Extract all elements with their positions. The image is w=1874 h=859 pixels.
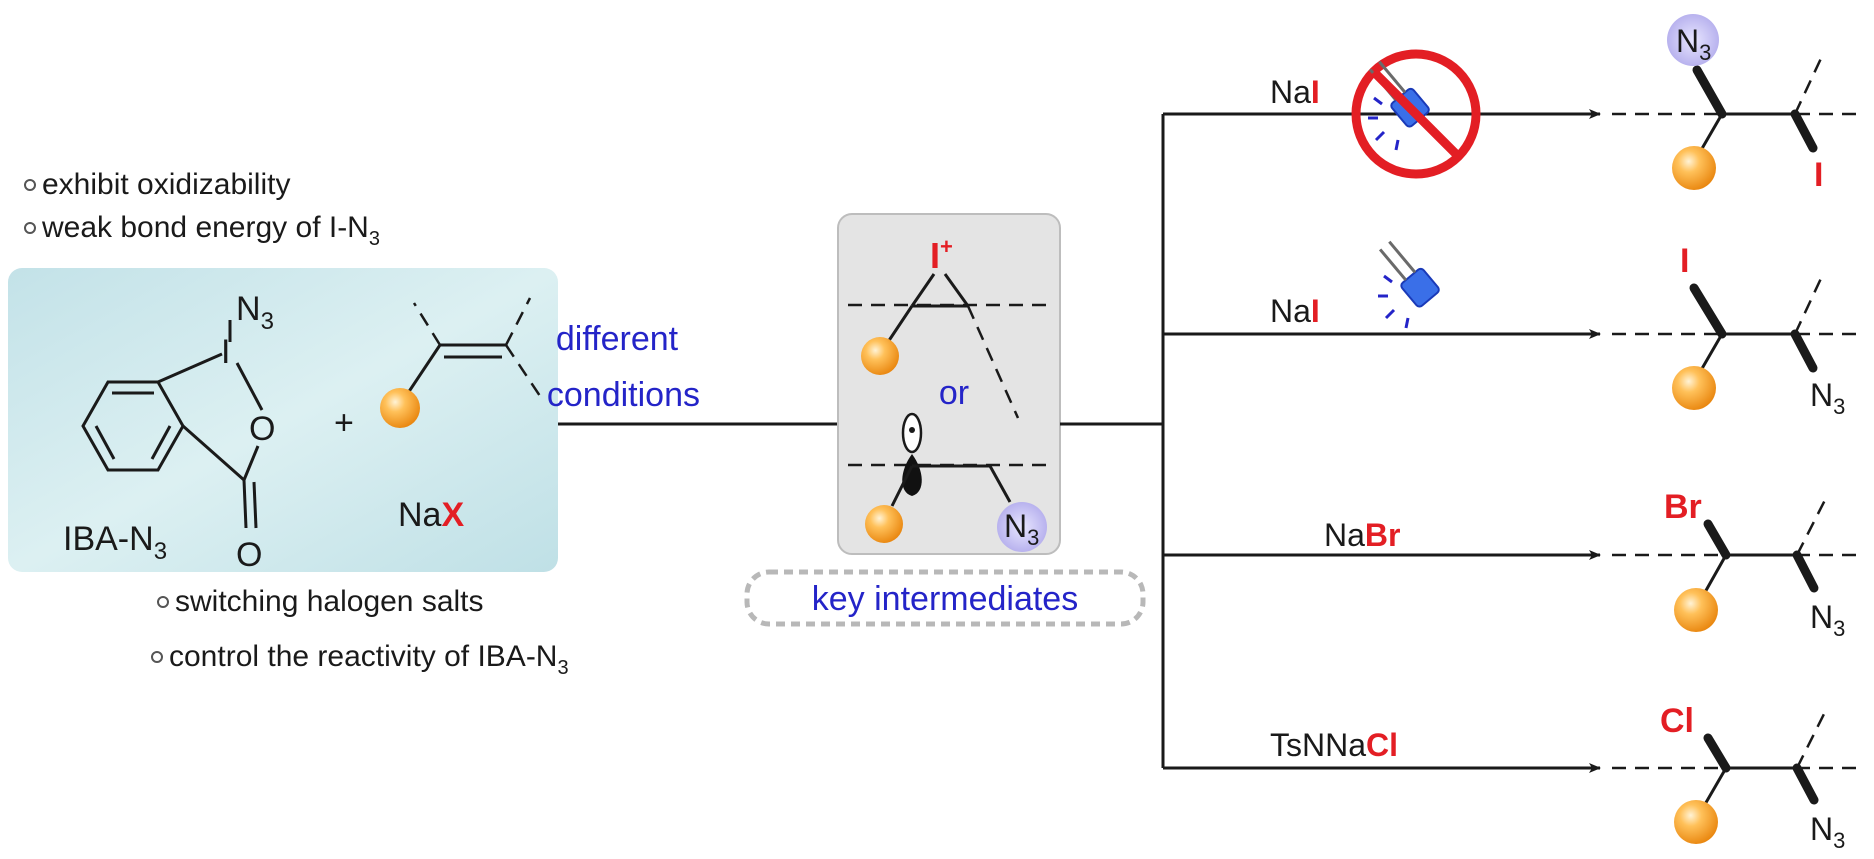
bullet-icon	[151, 651, 163, 663]
condition-label-1: different	[556, 320, 679, 358]
product-top-group: Cl	[1660, 702, 1694, 740]
caption-frame	[744, 569, 1146, 627]
branch-nai-dark: NaI N3 I	[1163, 14, 1860, 194]
light-icon	[1378, 240, 1440, 329]
azide-highlight	[1667, 14, 1719, 66]
intermediates-panel	[837, 213, 1061, 555]
note-oxidizability: exhibit oxidizability	[42, 168, 290, 201]
bullet-icon	[24, 179, 36, 191]
branch-nai-light: NaI I N3	[1163, 240, 1860, 419]
product-top-group: Br	[1664, 488, 1702, 526]
notes-bottom: switching halogen salts control the reac…	[151, 585, 569, 679]
branch-reagent: NaI	[1270, 293, 1320, 329]
or-label: or	[939, 374, 969, 412]
alkene-structure	[380, 297, 542, 428]
branch-reagent: NaBr	[1324, 517, 1400, 553]
substituent-sphere	[380, 388, 420, 428]
branch-reagent: TsNNaCl	[1270, 727, 1398, 763]
intermediates-structures: I+ or N3	[848, 234, 1055, 552]
notes-top: exhibit oxidizability weak bond energy o…	[24, 168, 380, 250]
reagent-panel	[8, 268, 558, 572]
substituent-sphere	[1674, 588, 1718, 632]
product-right-group: N3	[1810, 377, 1845, 419]
branch-reagent: NaI	[1270, 74, 1320, 110]
product-top-group: N3	[1676, 23, 1711, 65]
product-right-group: N3	[1810, 811, 1845, 853]
substituent-sphere	[1672, 366, 1716, 410]
product-right-group: N3	[1810, 599, 1845, 641]
substituent-sphere	[1674, 800, 1718, 844]
substituent-sphere	[1672, 146, 1716, 190]
svg-text:weak bond energy of I-N3: weak bond energy of I-N3	[41, 211, 380, 250]
branch-tsnnacl: TsNNaCl Cl N3	[1163, 702, 1860, 853]
bullet-icon	[157, 596, 169, 608]
note-bond-energy: weak bond energy of I-N	[41, 211, 369, 244]
iodonium-label: I+	[930, 234, 953, 276]
product-right-group: I	[1814, 156, 1823, 194]
svg-text:control the reactivity of IBA-: control the reactivity of IBA-N3	[169, 640, 569, 679]
atom-oxygen-ring: O	[249, 410, 275, 448]
plus-sign: +	[334, 404, 354, 442]
product-top-group: I	[1680, 242, 1689, 280]
azide-highlight	[997, 502, 1047, 552]
bullet-icon	[24, 222, 36, 234]
intermediate-azide: N3	[1004, 508, 1039, 550]
substituent-sphere	[865, 505, 903, 543]
azide-label: N3	[236, 290, 274, 335]
radical-dot	[909, 427, 915, 433]
substituent-sphere	[861, 337, 899, 375]
sodium-halide: NaX	[398, 496, 464, 534]
note-switching: switching halogen salts	[175, 585, 484, 618]
atom-oxygen-carbonyl: O	[236, 536, 262, 574]
condition-label-2: conditions	[547, 376, 700, 414]
note-control: control the reactivity of IBA-N	[169, 640, 557, 673]
atom-iodine: I	[221, 333, 230, 371]
iba-n3-structure: I O O N3 IBA-N3	[63, 290, 275, 574]
no-light-icon	[1351, 49, 1481, 179]
intermediates-caption: key intermediates	[812, 580, 1078, 618]
reagent-name: IBA-N3	[63, 520, 167, 565]
branch-nabr: NaBr Br N3	[1163, 488, 1860, 641]
